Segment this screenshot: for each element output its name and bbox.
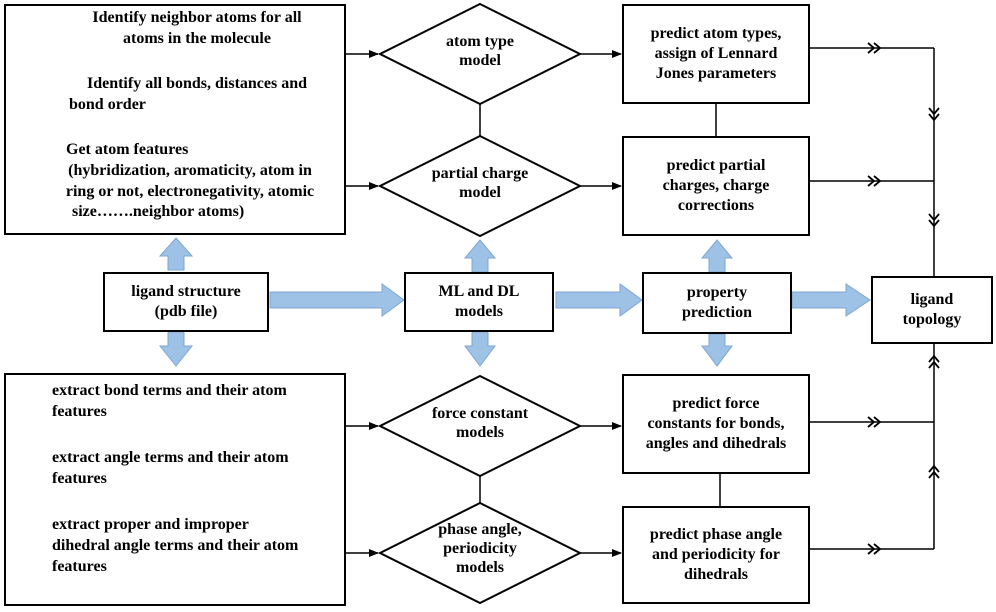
term-extraction-box <box>4 373 346 606</box>
top-item-1-line1: Identify neighbor atoms for all <box>92 9 302 26</box>
diamond-phase-angle <box>377 501 583 605</box>
predict-partial-charges-line3: corrections <box>677 197 755 214</box>
force-constant-line2: models <box>456 424 504 442</box>
bottom-item-2-line2: features <box>52 469 107 487</box>
bottom-item-1-line1: extract bond terms and their atom <box>52 382 287 399</box>
chevron-v-3 <box>928 354 940 369</box>
atom-type-label: atom type model <box>400 32 560 70</box>
top-item-3-line1: Get atom features <box>66 141 189 158</box>
partial-charge-line1: partial charge <box>431 165 529 182</box>
predict-partial-charges-line1: predict partial <box>666 157 766 174</box>
ligand-structure-box: ligand structure (pdb file) <box>103 272 269 332</box>
ligand-topology-box: ligand topology <box>871 276 993 344</box>
bottom-item-3-line3: features <box>52 557 107 575</box>
predict-phase-angle-line1: predict phase angle <box>649 526 783 543</box>
block-arrow-property-topology <box>791 283 871 317</box>
top-item-1-line2: atoms in the molecule <box>123 29 271 47</box>
ml-dl-models-box: ML and DL models <box>404 272 554 332</box>
predict-force-constants-box: predict force constants for bonds, angle… <box>622 374 810 474</box>
top-item-3: Get atom features (hybridization, aromat… <box>38 140 342 223</box>
bottom-item-1-line2: features <box>52 402 107 420</box>
phase-angle-line1: phase angle, <box>438 521 522 538</box>
chevron-h-4 <box>867 543 882 555</box>
ligand-structure-line2: (pdb file) <box>154 303 218 320</box>
bottom-item-3-line1: extract proper and improper <box>52 516 249 533</box>
force-constant-label: force constant models <box>400 404 560 442</box>
force-constant-line1: force constant <box>431 405 529 422</box>
property-prediction-line2: prediction <box>682 304 752 321</box>
predict-phase-angle-line2: and periodicity for <box>652 546 780 563</box>
chevron-v-4 <box>928 464 940 479</box>
atom-analysis-box <box>4 4 346 235</box>
partial-charge-line2: model <box>459 184 501 202</box>
chevron-v-1 <box>928 107 940 122</box>
top-item-2-line1: Identify all bonds, distances and <box>86 75 308 92</box>
top-item-2-line2: bond order <box>69 95 146 113</box>
top-item-3-line4: size…….neighbor atoms) <box>72 203 245 221</box>
top-item-3-line3: ring or not, electronegativity, atomic <box>65 182 315 200</box>
bottom-item-2-line1: extract angle terms and their atom <box>52 449 289 466</box>
phase-angle-line2: periodicity <box>443 540 517 558</box>
predict-atom-types-box: predict atom types, assign of Lennard Jo… <box>622 4 810 104</box>
block-arrow-down-ligand <box>158 331 194 367</box>
predict-partial-charges-box: predict partial charges, charge correcti… <box>622 136 810 236</box>
property-prediction-line1: property <box>686 284 748 301</box>
chevron-h-1 <box>867 42 882 54</box>
chevron-h-3 <box>867 416 882 428</box>
atom-type-line2: model <box>459 52 501 70</box>
ligand-structure-line1: ligand structure <box>131 283 241 300</box>
chevron-v-2 <box>928 213 940 228</box>
phase-angle-label: phase angle, periodicity models <box>400 520 560 578</box>
partial-charge-label: partial charge model <box>400 164 560 202</box>
block-arrows <box>158 237 871 367</box>
predict-partial-charges-line2: charges, charge <box>662 177 770 194</box>
property-prediction-box: property prediction <box>642 272 792 334</box>
ml-dl-line2: models <box>454 303 503 320</box>
ligand-topology-line1: ligand <box>910 291 954 308</box>
bottom-item-3-line2: dihedral angle terms and their atom <box>52 536 299 554</box>
predict-phase-angle-box: predict phase angle and periodicity for … <box>622 506 810 604</box>
atom-type-line1: atom type <box>446 33 514 50</box>
predict-atom-types-line1: predict atom types, <box>650 25 782 42</box>
ml-dl-line1: ML and DL <box>438 283 520 300</box>
predict-force-constants-line1: predict force <box>672 395 760 412</box>
top-item-3-line2: (hybridization, aromaticity, atom in <box>68 161 312 179</box>
bottom-item-3: extract proper and improper dihedral ang… <box>52 515 342 577</box>
ligand-topology-line2: topology <box>902 311 962 328</box>
diamond-partial-charge <box>377 134 583 238</box>
bottom-item-1: extract bond terms and their atom featur… <box>52 381 342 423</box>
block-arrow-ligand-ml <box>269 283 405 317</box>
predict-atom-types-line3: Jones parameters <box>655 65 777 82</box>
block-arrow-up-ligand <box>158 237 194 271</box>
block-arrow-up-property <box>700 239 734 273</box>
chevron-h-2 <box>867 175 882 187</box>
block-arrow-down-property <box>701 333 733 367</box>
block-arrow-down-ml <box>464 331 496 367</box>
top-item-1: Identify neighbor atoms for all atoms in… <box>52 8 342 50</box>
top-item-2: Identify all bonds, distances and bond o… <box>52 74 342 116</box>
predict-phase-angle-line3: dihedrals <box>683 566 748 583</box>
bottom-item-2: extract angle terms and their atom featu… <box>52 448 342 490</box>
predict-force-constants-line3: angles and dihedrals <box>645 435 787 452</box>
predict-force-constants-line2: constants for bonds, <box>647 415 785 432</box>
block-arrow-up-ml <box>463 239 497 273</box>
block-arrow-ml-property <box>555 283 643 317</box>
predict-atom-types-line2: assign of Lennard <box>654 45 778 62</box>
phase-angle-line3: models <box>456 559 504 577</box>
